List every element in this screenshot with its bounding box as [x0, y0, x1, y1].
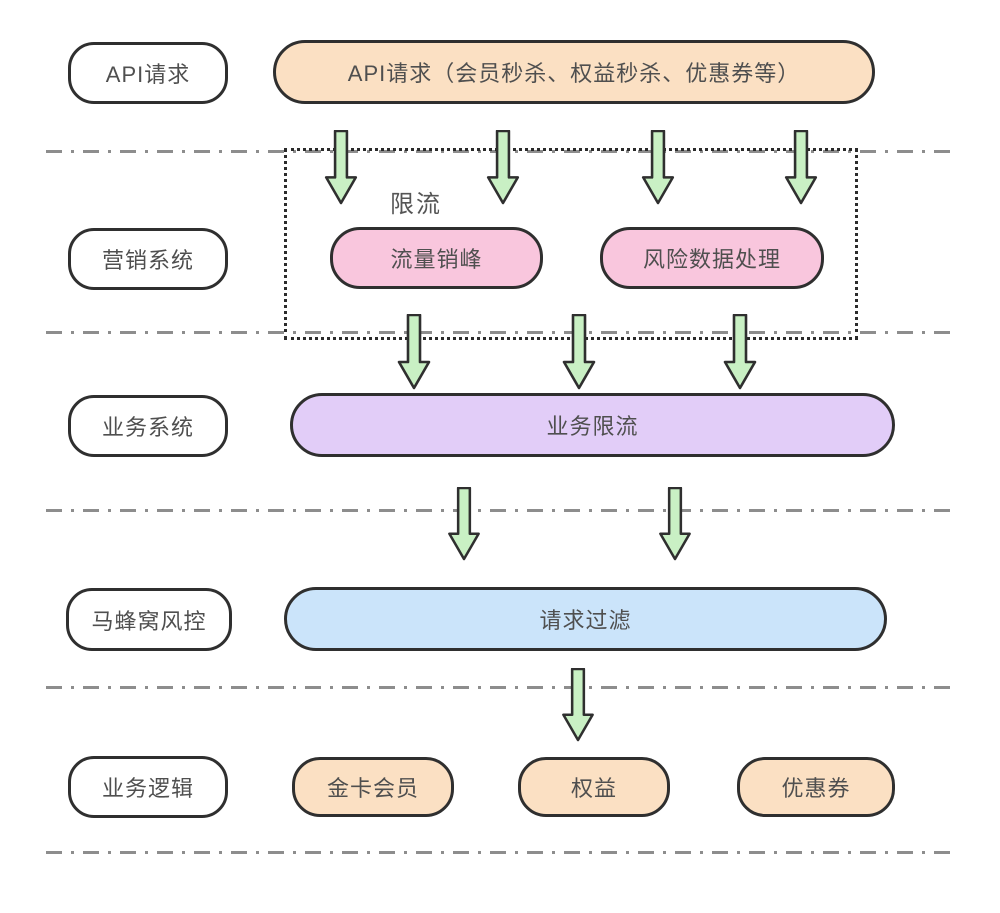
node-api-request-detail: API请求（会员秒杀、权益秒杀、优惠券等）: [273, 40, 875, 104]
node-label: 权益: [570, 776, 617, 801]
node-request-filter: 请求过滤: [284, 587, 887, 651]
lane-divider-3: [46, 509, 954, 512]
node-traffic-peak-shaving: 流量销峰: [330, 227, 543, 289]
lane-divider-5: [46, 851, 954, 854]
down-arrow-icon: [562, 668, 594, 742]
lane-label-mafengwo-risk-control: 马蜂窝风控: [66, 588, 232, 651]
node-coupon: 优惠券: [737, 757, 895, 817]
down-arrow-icon: [397, 314, 431, 390]
lane-label-text: 营销系统: [101, 248, 194, 273]
node-label: 金卡会员: [326, 776, 419, 801]
lane-label-text: API请求: [105, 62, 191, 87]
down-arrow-icon: [486, 130, 520, 205]
node-business-rate-limit: 业务限流: [290, 393, 895, 457]
lane-label-text: 业务逻辑: [101, 776, 194, 801]
node-risk-data-processing: 风险数据处理: [600, 227, 824, 289]
node-label: 请求过滤: [539, 608, 632, 633]
lane-label-text: 马蜂窝风控: [91, 608, 207, 634]
down-arrow-icon: [324, 130, 358, 205]
down-arrow-icon: [641, 130, 675, 205]
lane-label-business-logic: 业务逻辑: [68, 756, 228, 818]
down-arrow-icon: [659, 487, 691, 561]
down-arrow-icon: [723, 314, 757, 390]
node-label: 业务限流: [546, 414, 639, 439]
node-label: 优惠券: [781, 776, 851, 801]
lane-label-marketing-system: 营销系统: [68, 228, 228, 290]
node-gold-card-member: 金卡会员: [292, 757, 454, 817]
marketing-system-boundary: [284, 148, 858, 340]
node-label: 流量销峰: [390, 247, 483, 272]
lane-divider-4: [46, 686, 954, 689]
down-arrow-icon: [562, 314, 596, 390]
lane-label-text: 业务系统: [101, 415, 194, 440]
down-arrow-icon: [784, 130, 818, 205]
lane-divider-2: [46, 331, 954, 334]
down-arrow-icon: [448, 487, 480, 561]
node-label: 风险数据处理: [642, 247, 781, 272]
node-label: API请求（会员秒杀、权益秒杀、优惠券等）: [347, 61, 801, 86]
lane-label-api-request: API请求: [68, 42, 228, 104]
node-benefits: 权益: [518, 757, 670, 817]
rate-limit-annotation: 限流: [390, 191, 442, 218]
lane-label-business-system: 业务系统: [68, 395, 228, 457]
